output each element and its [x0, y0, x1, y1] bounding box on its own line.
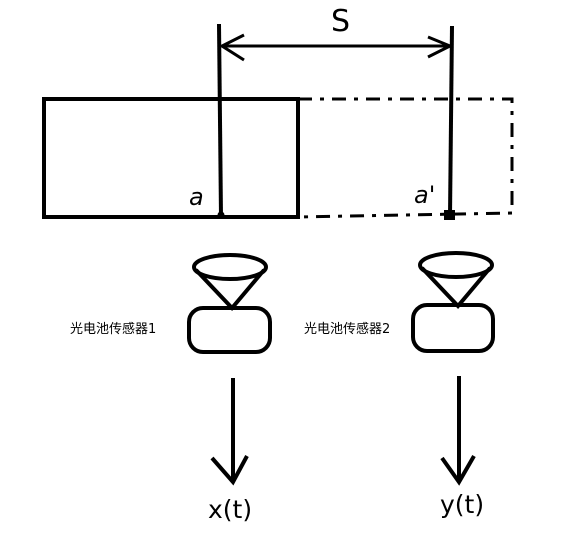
point-a-marker — [217, 211, 225, 219]
sensor2-output-label: y(t) — [440, 490, 485, 519]
sensor1-label: 光电池传感器1 — [70, 322, 157, 337]
sensor1-lens — [192, 253, 268, 281]
point-a-prime-marker — [444, 210, 455, 220]
object-rectangle — [42, 97, 300, 219]
distance-arrow-left-head — [218, 33, 245, 62]
reference-line-a-prime — [448, 25, 454, 217]
sensor2-label: 光电池传感器2 — [304, 322, 391, 337]
displaced-object-rectangle — [297, 97, 514, 219]
distance-arrow-right-head — [427, 35, 454, 59]
distance-label: S — [331, 4, 351, 39]
point-a-label: a — [189, 183, 204, 211]
sensor2-lens — [418, 251, 494, 279]
sensor2-output-arrowhead — [440, 455, 476, 486]
sensor2-body — [411, 303, 495, 353]
sensor1-body — [187, 306, 272, 354]
point-a-prime-label: a' — [414, 181, 436, 209]
sensor1-output-label: x(t) — [208, 495, 253, 524]
reference-line-a — [217, 23, 223, 218]
sensor1-output-arrowhead — [210, 455, 249, 486]
